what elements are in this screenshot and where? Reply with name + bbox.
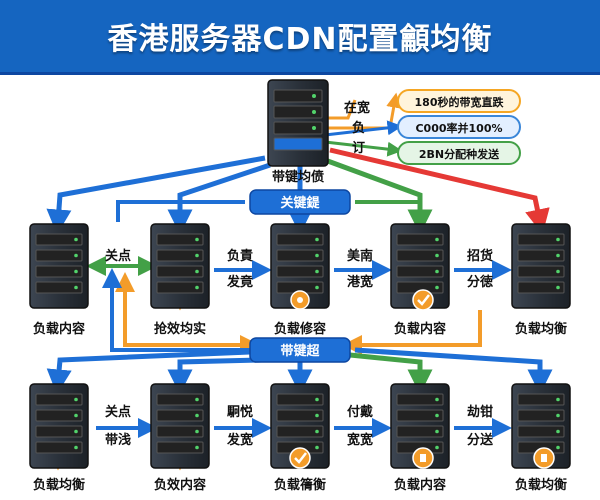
badge-check-icon (412, 289, 434, 311)
row2-connector-1-top: 駉悦 (227, 404, 253, 420)
row2-server-label-2: 负载篟衡 (274, 477, 326, 493)
arrow-hub2-to-row2-green (349, 352, 433, 395)
row2-server-1 (150, 383, 210, 469)
info-pill-1: C000率并100% (397, 115, 521, 139)
arrow-pill-green (324, 140, 403, 157)
row2-connector-1-bottom: 发宽 (226, 432, 253, 448)
row2-server-label-1: 负效内容 (154, 477, 206, 493)
row2-connector-0-top: 关点 (105, 404, 131, 420)
arrow-hub2-to-row2-right (354, 347, 553, 395)
arrow-pill-blue (324, 120, 403, 137)
page-title: 香港服务器CDN配置龥均衡 (107, 22, 493, 57)
hub-2: 带键超 (249, 337, 351, 363)
row2-server-2 (270, 383, 330, 469)
row2-server-0 (29, 383, 89, 469)
arrow-top-to-row1-second (167, 162, 271, 235)
hub-1-label: 关键鍉 (280, 195, 320, 211)
row1-server-4 (511, 223, 571, 309)
row1-server-label-2: 负载修容 (274, 321, 326, 337)
arrow-loop-orange-right (342, 310, 482, 355)
arrow-loop-blue-left (102, 268, 250, 352)
row1-connector-1-top: 负責 (227, 248, 253, 264)
hub-1: 关键鍉 (249, 189, 351, 215)
info-pill-1-text: C000率并100% (415, 121, 502, 135)
badge-check-icon (289, 447, 311, 469)
row2-server-label-0: 负载均衡 (33, 477, 85, 493)
row1-server-label-3: 负载内容 (394, 321, 446, 337)
title-banner: 香港服务器CDN配置龥均衡 (0, 0, 600, 75)
row1-server-0 (29, 223, 89, 309)
top-side-label-1: 负 (352, 120, 365, 136)
arrow-hub1-left (116, 200, 245, 222)
info-pill-2: 2BN分配种发送 (397, 141, 521, 165)
row1-server-label-0: 负载内容 (33, 321, 85, 337)
hub-2-label: 带键超 (280, 343, 320, 359)
row2-connector-3-bottom: 分送 (467, 432, 494, 448)
top-side-label-2: 订 (352, 140, 365, 156)
row1-connector-3-top: 招货 (467, 248, 493, 264)
row1-connector-2-bottom: 港宽 (347, 274, 373, 290)
info-pill-2-text: 2BN分配种发送 (419, 147, 500, 161)
row1-server-label-4: 负载均衡 (515, 321, 567, 337)
info-pill-0-text: 180秒的带宽直跌 (415, 95, 505, 109)
arrow-top-to-row1-left (46, 155, 266, 235)
row2-connector-0-bottom: 带浅 (105, 432, 131, 448)
arrow-loop-orange-left (115, 272, 260, 355)
top-server-label: 带键均偾 (272, 169, 324, 185)
top-server (267, 79, 329, 167)
arrow-pill-orange (325, 99, 357, 120)
row2-server-4 (511, 383, 571, 469)
row1-server-label-1: 抢效均实 (154, 321, 206, 337)
arrow-hub2-to-row2-left (46, 349, 251, 395)
arrow-top-to-row1-red (329, 147, 550, 235)
row2-connector-2-bottom: 宽宽 (346, 432, 373, 448)
row1-server-1 (150, 223, 210, 309)
row2-server-label-4: 负载均衡 (515, 477, 567, 493)
row1-connector-3-bottom: 分徳 (467, 274, 493, 290)
row2-connector-2-top: 付戴 (347, 404, 373, 420)
arrow-hub2-to-row2-second (167, 357, 263, 395)
arrow-top-to-row1-green (324, 157, 433, 235)
row1-connector-0-top: 关点 (105, 248, 131, 264)
row2-server-3 (390, 383, 450, 469)
info-pill-0: 180秒的带宽直跌 (397, 89, 521, 113)
top-side-label-0: 在宽 (344, 100, 370, 116)
row1-server-3 (390, 223, 450, 311)
row1-connector-2-top: 美南 (347, 248, 373, 264)
row1-server-2 (270, 223, 330, 310)
network-diagram: 在宽 负 订 带键均偾 180秒的带宽直跌 C000率并100% 2BN分配种发… (29, 79, 571, 493)
row1-connector-1-bottom: 发竟 (226, 274, 253, 290)
row2-server-label-3: 负载内容 (394, 477, 446, 493)
row2-connector-3-top: 劫钳 (467, 404, 493, 420)
